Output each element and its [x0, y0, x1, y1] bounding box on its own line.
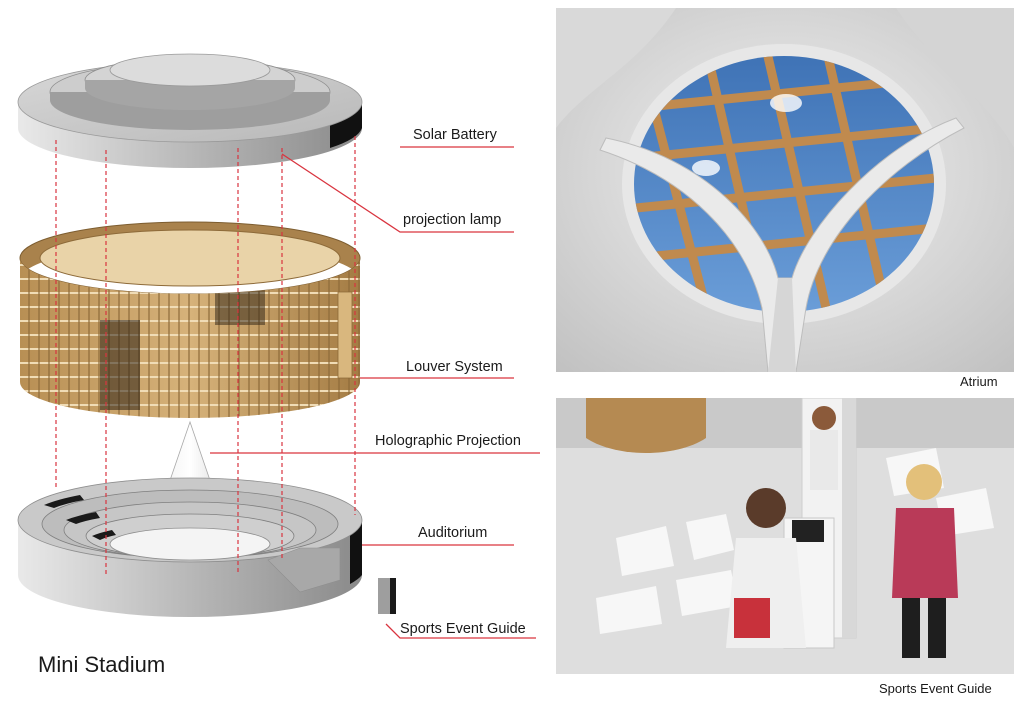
caption-sports-event-guide: Sports Event Guide	[879, 681, 992, 696]
label-solar-battery: Solar Battery	[413, 127, 497, 143]
sports-event-guide-block	[378, 578, 396, 614]
auditorium-base	[17, 477, 363, 617]
leader-lines	[210, 146, 540, 639]
label-louver-system: Louver System	[406, 359, 503, 375]
diagram-title: Mini Stadium	[38, 652, 166, 677]
solar-battery-disc	[17, 53, 363, 168]
label-auditorium: Auditorium	[418, 525, 488, 541]
exploded-stadium-diagram	[17, 53, 540, 639]
atrium-render	[556, 8, 1014, 372]
alignment-guides	[55, 136, 356, 576]
sports-event-guide-render	[556, 398, 1014, 674]
label-holographic-projection: Holographic Projection	[375, 433, 521, 449]
label-projection-lamp: projection lamp	[403, 212, 502, 228]
label-sports-event-guide: Sports Event Guide	[400, 621, 526, 637]
louver-system-ring	[19, 221, 361, 418]
caption-atrium: Atrium	[960, 374, 998, 389]
